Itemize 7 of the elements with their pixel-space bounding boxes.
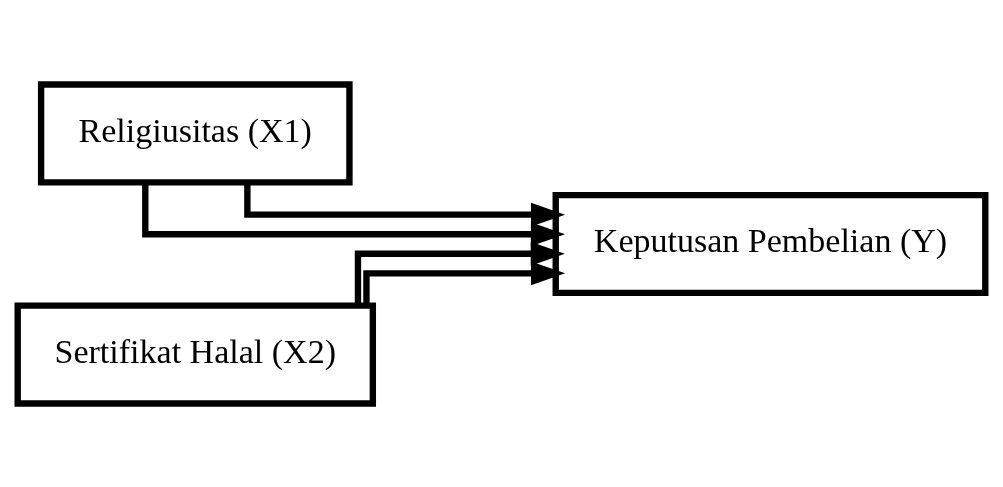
node-box: Sertifikat Halal (X2): [14, 302, 377, 407]
node-box: Keputusan Pembelian (Y): [552, 191, 989, 296]
arrow: [363, 260, 566, 305]
arrow: [354, 241, 565, 305]
node-box: Religiusitas (X1): [37, 80, 353, 185]
arrow: [142, 182, 565, 246]
arrow: [244, 182, 566, 227]
